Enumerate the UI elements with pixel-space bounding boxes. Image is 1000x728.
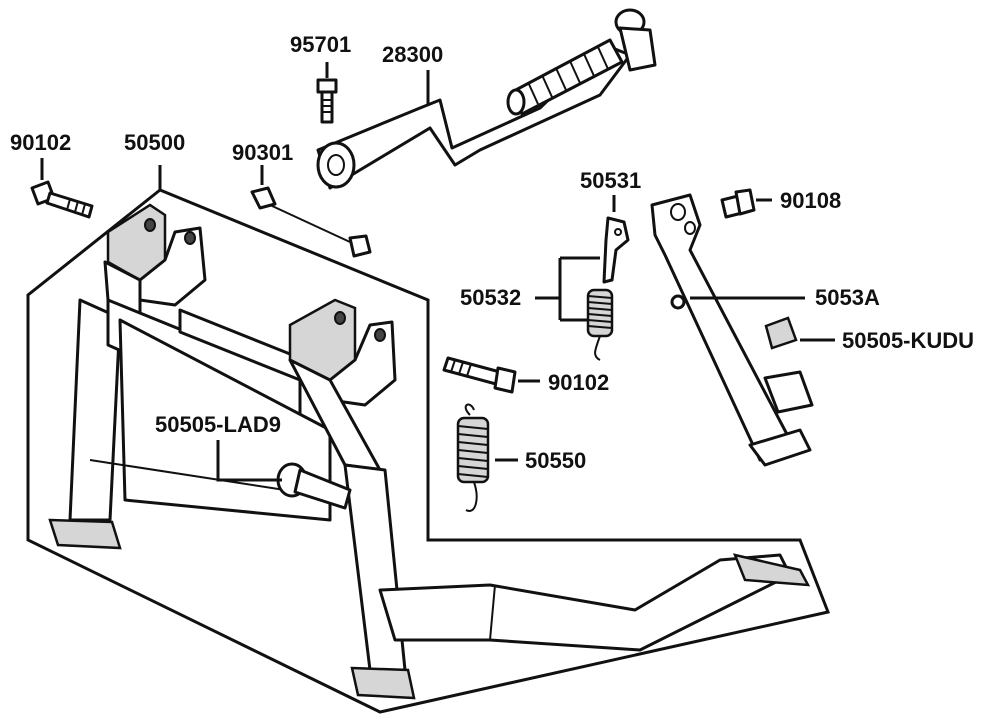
- label-5053A: 5053A: [815, 285, 880, 310]
- label-95701: 95701: [290, 32, 351, 57]
- bolt-90102-mid: [442, 356, 540, 394]
- label-50505-kudu: 50505-KUDU: [842, 328, 974, 353]
- bolt-95701: [316, 62, 338, 124]
- label-90108: 90108: [780, 188, 841, 213]
- bolt-90108: [720, 188, 772, 219]
- label-90102-mid: 90102: [548, 370, 609, 395]
- label-50500: 50500: [124, 130, 185, 155]
- main-stand-enclosure: [26, 188, 831, 714]
- bracket-50531: [602, 195, 630, 284]
- kick-starter-arm: [316, 8, 657, 190]
- label-90301: 90301: [232, 140, 293, 165]
- label-50532: 50532: [460, 285, 521, 310]
- spring-50550: [456, 403, 518, 512]
- bolt-90102-top: [30, 158, 94, 219]
- side-stand: [650, 193, 814, 467]
- label-50550: 50550: [525, 448, 586, 473]
- label-50505-lad9: 50505-LAD9: [155, 412, 281, 437]
- label-90102-top: 90102: [10, 130, 71, 155]
- spring-50532: [586, 288, 614, 361]
- leader-50505-lad9: [216, 440, 282, 482]
- main-stand: [48, 203, 811, 700]
- label-50531: 50531: [580, 168, 641, 193]
- leader-50532: [535, 256, 600, 322]
- nut-90301: [250, 165, 372, 258]
- label-28300: 28300: [382, 42, 443, 67]
